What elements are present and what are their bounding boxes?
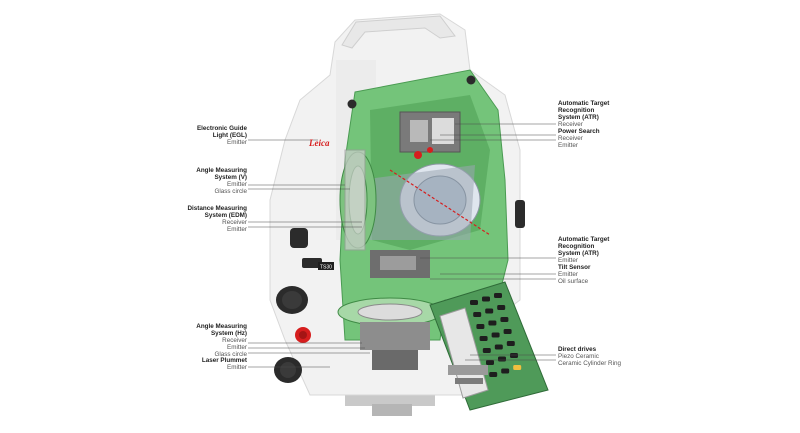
keypad-key bbox=[476, 324, 485, 329]
label-power-search: Power Search Receiver Emitter bbox=[558, 128, 600, 149]
keypad-key bbox=[479, 336, 488, 341]
keypad-key bbox=[491, 332, 500, 338]
keypad-key bbox=[501, 368, 510, 374]
label-laser-plummet: Laser Plummet Emitter bbox=[201, 357, 247, 371]
keypad-key bbox=[485, 308, 494, 314]
side-controls bbox=[274, 75, 525, 383]
label-direct-drives: Direct drives Piezo Ceramic Ceramic Cyli… bbox=[558, 346, 621, 367]
keypad-keys bbox=[470, 293, 522, 377]
cutaway-interior bbox=[337, 69, 509, 370]
keypad-key bbox=[473, 312, 482, 317]
keypad-key bbox=[489, 372, 498, 377]
keypad-key bbox=[482, 348, 491, 353]
brand-logo: Leica bbox=[308, 138, 330, 148]
model-badge-text: TS30 bbox=[320, 265, 332, 271]
keypad-key bbox=[482, 296, 490, 302]
keypad-key bbox=[506, 341, 515, 346]
model-badge: TS30 bbox=[318, 262, 334, 271]
keypad-key bbox=[513, 365, 522, 370]
keypad-key bbox=[494, 293, 502, 298]
keypad-key bbox=[494, 344, 503, 350]
keypad-key bbox=[500, 317, 509, 322]
leader-lines bbox=[248, 123, 556, 368]
label-edm: Distance Measuring System (EDM) Receiver… bbox=[187, 205, 248, 233]
keypad-key bbox=[510, 353, 518, 358]
label-atr-receiver: Automatic Target Recognition System (ATR… bbox=[558, 100, 610, 128]
label-angle-hz: Angle Measuring System (Hz) Receiver Emi… bbox=[196, 323, 247, 358]
label-tilt-sensor: Tilt Sensor Emitter Oil surface bbox=[558, 264, 591, 285]
label-angle-v: Angle Measuring System (V) Emitter Glass… bbox=[196, 167, 247, 195]
label-atr-emitter: Automatic Target Recognition System (ATR… bbox=[558, 236, 610, 264]
keypad-key bbox=[503, 329, 512, 334]
keypad-key bbox=[486, 360, 494, 365]
keypad-key bbox=[498, 356, 506, 362]
label-egl: Electronic Guide Light (EGL) Emitter bbox=[196, 125, 247, 146]
keypad-key bbox=[497, 305, 506, 310]
keypad-key bbox=[470, 300, 478, 305]
drives-gears bbox=[448, 365, 488, 384]
keypad-key bbox=[488, 320, 497, 326]
